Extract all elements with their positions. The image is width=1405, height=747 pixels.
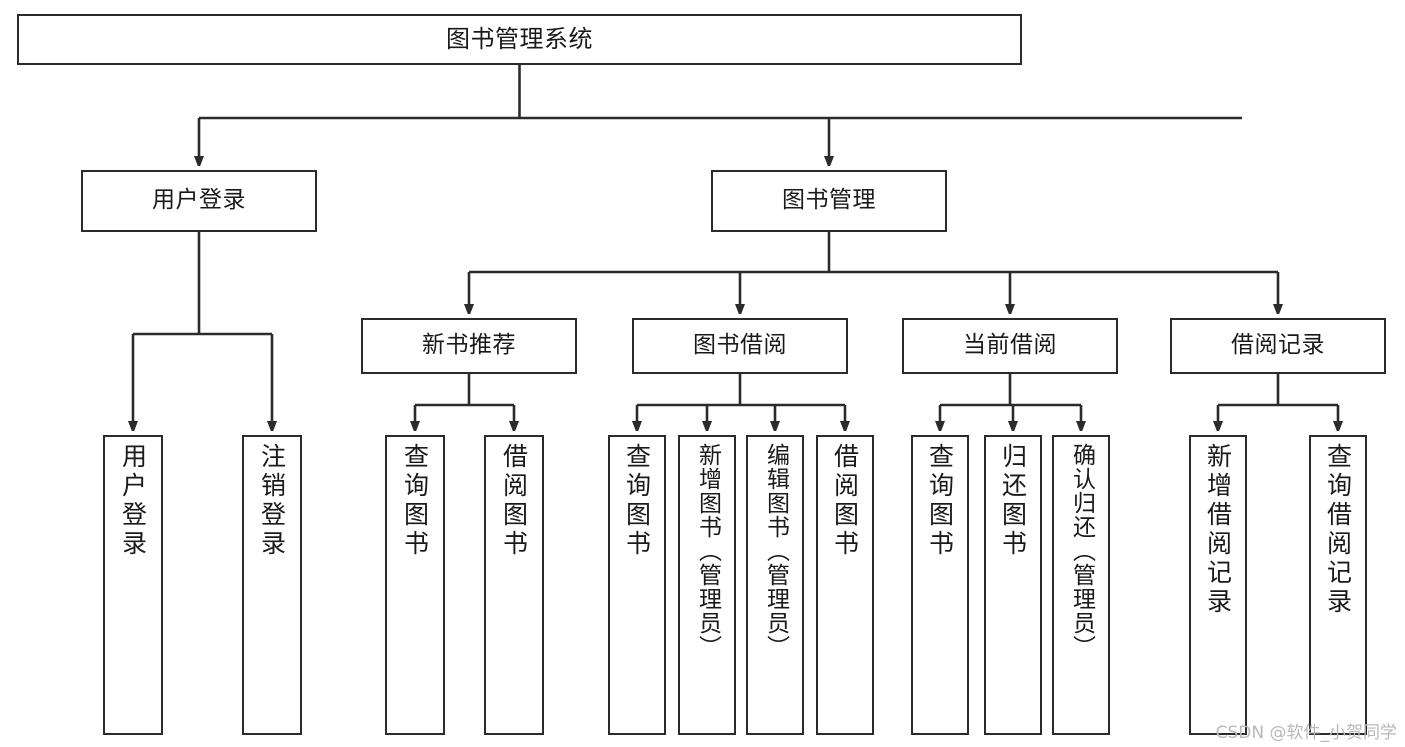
node-book-manage[interactable]: 图书管理	[711, 170, 947, 232]
node-book-manage-label: 图书管理	[782, 187, 876, 214]
node-borrow-record-label: 借阅记录	[1231, 332, 1325, 359]
node-new-book-rec[interactable]: 新书推荐	[361, 318, 577, 374]
node-book-borrow-label: 图书借阅	[693, 332, 787, 359]
node-leaf-add-book-label: 新增图书（管理员）	[694, 443, 721, 659]
node-leaf-add-record[interactable]: 新增借阅记录	[1189, 435, 1247, 735]
node-leaf-add-record-label: 新增借阅记录	[1203, 443, 1233, 617]
node-leaf-add-book[interactable]: 新增图书（管理员）	[678, 435, 736, 735]
node-leaf-query-book-1[interactable]: 查询图书	[385, 435, 445, 735]
node-leaf-borrow-book-1[interactable]: 借阅图书	[484, 435, 544, 735]
node-leaf-return-book[interactable]: 归还图书	[984, 435, 1042, 735]
node-user-login[interactable]: 用户登录	[81, 170, 317, 232]
node-leaf-borrow-book-1-label: 借阅图书	[499, 443, 529, 559]
node-leaf-query-book-3-label: 查询图书	[925, 443, 955, 559]
node-leaf-confirm-return[interactable]: 确认归还（管理员）	[1052, 435, 1110, 735]
node-borrow-record[interactable]: 借阅记录	[1170, 318, 1386, 374]
node-root-label: 图书管理系统	[446, 25, 593, 54]
node-leaf-user-logout-label: 注销登录	[257, 443, 287, 559]
node-current-borrow[interactable]: 当前借阅	[902, 318, 1118, 374]
node-leaf-query-book-2-label: 查询图书	[622, 443, 652, 559]
watermark: CSDN @软件_小贺同学	[1215, 723, 1397, 743]
node-leaf-query-book-1-label: 查询图书	[400, 443, 430, 559]
node-leaf-borrow-book-2[interactable]: 借阅图书	[816, 435, 874, 735]
node-leaf-user-login-label: 用户登录	[118, 443, 148, 559]
node-leaf-query-book-2[interactable]: 查询图书	[608, 435, 666, 735]
node-leaf-user-login[interactable]: 用户登录	[103, 435, 163, 735]
node-book-borrow[interactable]: 图书借阅	[632, 318, 848, 374]
node-leaf-edit-book-label: 编辑图书（管理员）	[762, 443, 789, 659]
node-leaf-query-record[interactable]: 查询借阅记录	[1309, 435, 1367, 735]
node-leaf-edit-book[interactable]: 编辑图书（管理员）	[746, 435, 804, 735]
node-current-borrow-label: 当前借阅	[963, 332, 1057, 359]
node-leaf-query-book-3[interactable]: 查询图书	[911, 435, 969, 735]
node-leaf-borrow-book-2-label: 借阅图书	[830, 443, 860, 559]
node-user-login-label: 用户登录	[152, 187, 246, 214]
node-leaf-return-book-label: 归还图书	[998, 443, 1028, 559]
node-leaf-user-logout[interactable]: 注销登录	[242, 435, 302, 735]
node-new-book-rec-label: 新书推荐	[422, 332, 516, 359]
node-root[interactable]: 图书管理系统	[17, 14, 1022, 65]
node-leaf-confirm-return-label: 确认归还（管理员）	[1068, 443, 1095, 659]
node-leaf-query-record-label: 查询借阅记录	[1323, 443, 1353, 617]
